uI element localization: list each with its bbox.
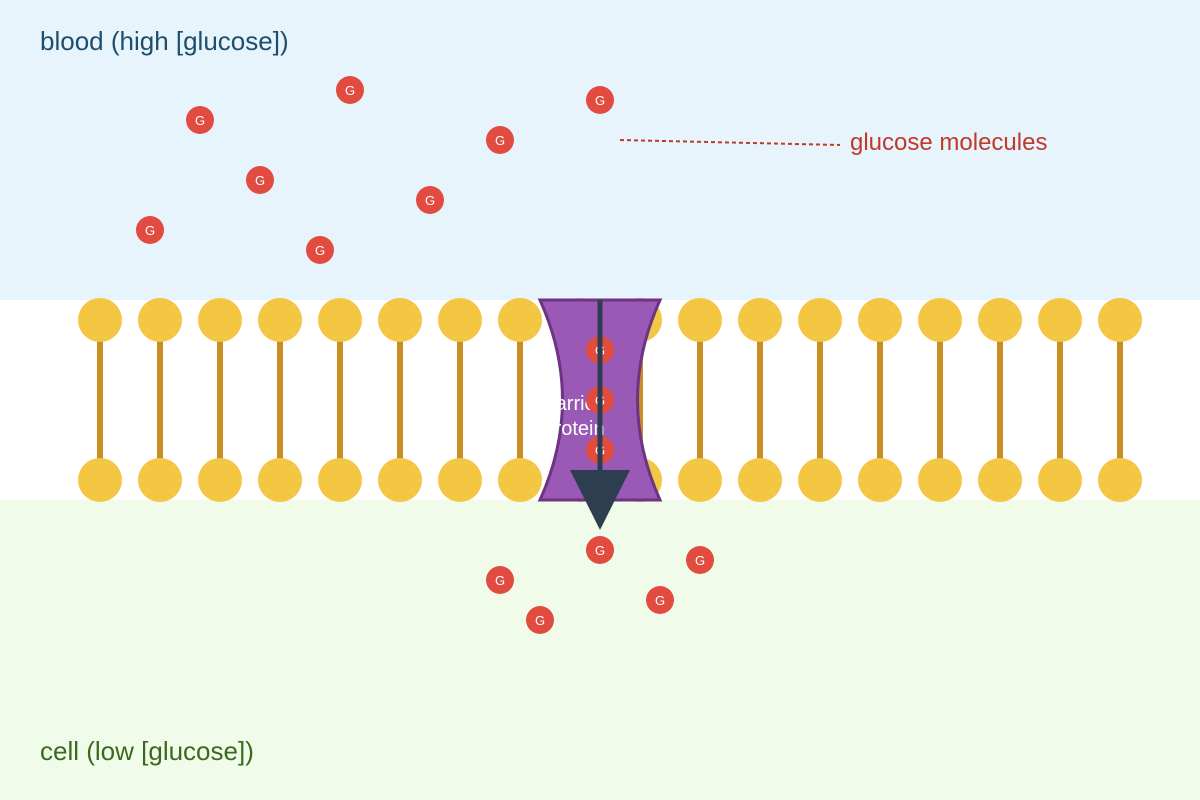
glucose-letter: G (495, 133, 505, 148)
lipid-head-inner (198, 458, 242, 502)
glucose-molecule: G (486, 126, 514, 154)
glucose-letter: G (495, 573, 505, 588)
phospholipid (978, 298, 1022, 502)
phospholipid (918, 298, 962, 502)
glucose-circle (336, 76, 364, 104)
phospholipid (1038, 298, 1082, 502)
glucose-circle (586, 86, 614, 114)
glucose-circle (526, 606, 554, 634)
lipid-head-outer (198, 298, 242, 342)
lipid-head-inner (978, 458, 1022, 502)
glucose-circle (586, 536, 614, 564)
phospholipid (78, 298, 122, 502)
lipid-head-inner (378, 458, 422, 502)
glucose-circle (646, 586, 674, 614)
glucose-molecule: G (646, 586, 674, 614)
lipid-head-outer (78, 298, 122, 342)
phospholipid (678, 298, 722, 502)
glucose-molecule: G (306, 236, 334, 264)
lipid-head-outer (258, 298, 302, 342)
lipid-head-outer (738, 298, 782, 342)
glucose-circle (686, 546, 714, 574)
cell-label: cell (low [glucose]) (40, 736, 254, 766)
lipid-head-inner (678, 458, 722, 502)
glucose-molecule: G (586, 536, 614, 564)
glucose-letter: G (195, 113, 205, 128)
glucose-molecule: G (586, 86, 614, 114)
lipid-head-outer (378, 298, 422, 342)
lipid-head-inner (798, 458, 842, 502)
blood-region (0, 0, 1200, 300)
glucose-letter: G (315, 243, 325, 258)
glucose-letter: G (425, 193, 435, 208)
glucose-letter: G (695, 553, 705, 568)
glucose-molecule: G (136, 216, 164, 244)
lipid-head-inner (498, 458, 542, 502)
lipid-head-inner (138, 458, 182, 502)
lipid-head-outer (858, 298, 902, 342)
glucose-circle (136, 216, 164, 244)
lipid-head-outer (978, 298, 1022, 342)
lipid-head-inner (258, 458, 302, 502)
transport-arrow-head (570, 470, 630, 530)
phospholipid (438, 298, 482, 502)
glucose-circle (486, 566, 514, 594)
glucose-circle (416, 186, 444, 214)
glucose-molecule: G (686, 546, 714, 574)
lipid-head-inner (318, 458, 362, 502)
lipid-head-outer (1098, 298, 1142, 342)
carrier-protein-label-line2: protein (543, 418, 604, 440)
glucose-molecule: G (246, 166, 274, 194)
lipid-head-outer (798, 298, 842, 342)
lipid-head-inner (438, 458, 482, 502)
lipid-head-inner (1038, 458, 1082, 502)
glucose-circle (246, 166, 274, 194)
lipid-head-outer (138, 298, 182, 342)
glucose-letter: G (655, 593, 665, 608)
phospholipid (318, 298, 362, 502)
transport-arrow (570, 300, 630, 530)
callout-label: glucose molecules (850, 129, 1047, 156)
glucose-molecule: G (186, 106, 214, 134)
lipid-bilayer (78, 298, 1142, 502)
phospholipid (198, 298, 242, 502)
phospholipid (258, 298, 302, 502)
glucose-letter: G (595, 93, 605, 108)
phospholipid (738, 298, 782, 502)
blood-label: blood (high [glucose]) (40, 26, 289, 56)
lipid-head-outer (498, 298, 542, 342)
glucose-circle (486, 126, 514, 154)
lipid-head-inner (918, 458, 962, 502)
phospholipid (378, 298, 422, 502)
glucose-letter: G (535, 613, 545, 628)
lipid-head-inner (78, 458, 122, 502)
callout-leader-line (619, 139, 841, 146)
lipid-head-outer (918, 298, 962, 342)
glucose-molecule: G (526, 606, 554, 634)
phospholipid (798, 298, 842, 502)
glucose-molecule: G (486, 566, 514, 594)
lipid-head-outer (318, 298, 362, 342)
phospholipid (138, 298, 182, 502)
phospholipid (1098, 298, 1142, 502)
lipid-head-inner (858, 458, 902, 502)
glucose-letter: G (255, 173, 265, 188)
glucose-letter: G (345, 83, 355, 98)
glucose-circle (306, 236, 334, 264)
lipid-head-outer (438, 298, 482, 342)
glucose-circle (186, 106, 214, 134)
lipid-head-inner (1098, 458, 1142, 502)
phospholipid (858, 298, 902, 502)
glucose-molecule: G (336, 76, 364, 104)
lipid-head-inner (738, 458, 782, 502)
glucose-letter: G (145, 223, 155, 238)
glucose-molecules: GGGGGGGGGGGGGGGG (136, 76, 714, 634)
phospholipid (498, 298, 542, 502)
lipid-head-outer (1038, 298, 1082, 342)
glucose-molecule: G (416, 186, 444, 214)
glucose-letter: G (595, 543, 605, 558)
lipid-head-outer (678, 298, 722, 342)
